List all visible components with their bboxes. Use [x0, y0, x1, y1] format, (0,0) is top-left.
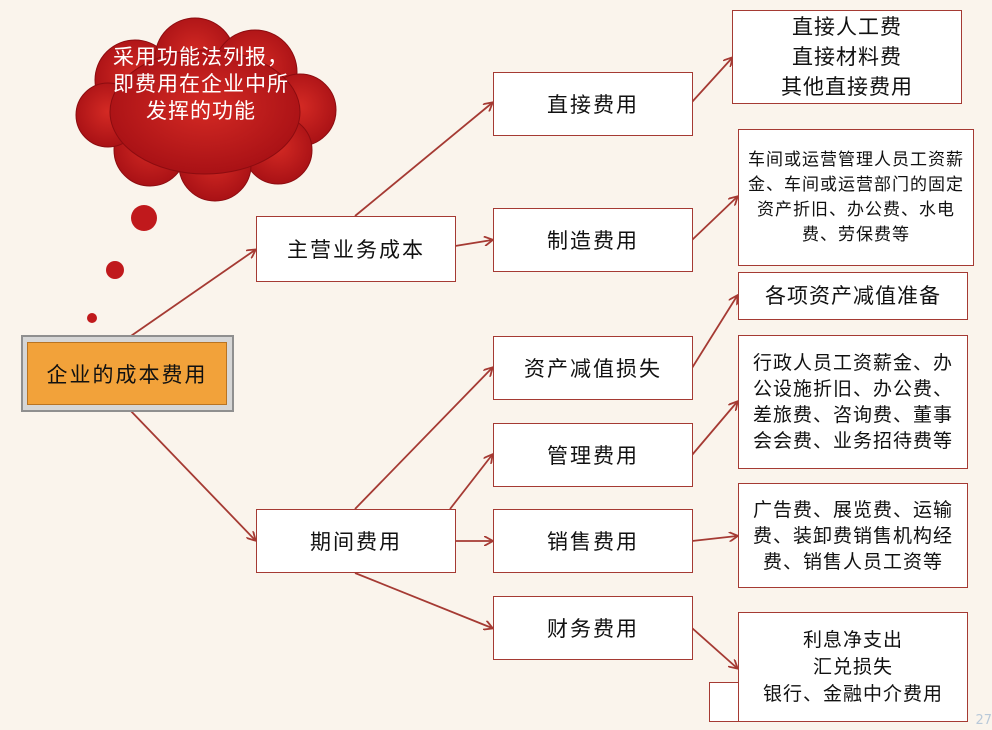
thought-bubble-medium — [106, 261, 124, 279]
thought-bubble-small — [87, 313, 97, 323]
node-main-business-cost: 主营业务成本 — [256, 216, 456, 282]
node-finance-expense: 财务费用 — [493, 596, 693, 660]
arrow-finance-to-items — [691, 627, 737, 668]
arrow-selling-to-items — [691, 536, 737, 542]
arrow-period-to-admin — [449, 455, 492, 510]
node-admin-expense: 管理费用 — [493, 423, 693, 487]
node-period-expense: 期间费用 — [256, 509, 456, 573]
cloud-text: 采用功能法列报，即费用在企业中所发挥的功能 — [113, 45, 289, 123]
arrow-root-to-period-expense — [127, 407, 255, 540]
node-asset-impairment-loss: 资产减值损失 — [493, 336, 693, 400]
leaf-admin-items: 行政人员工资薪金、办公设施折旧、办公费、差旅费、咨询费、董事会会费、业务招待费等 — [738, 335, 968, 469]
arrow-direct-to-items — [691, 58, 732, 103]
arrow-root-to-main-cost — [127, 250, 255, 339]
root-node: 企业的成本费用 — [27, 342, 227, 405]
leaf-selling-items: 广告费、展览费、运输费、装卸费销售机构经费、销售人员工资等 — [738, 483, 968, 588]
leaf-finance-items: 利息净支出 汇兑损失 银行、金融中介费用 — [738, 612, 968, 722]
arrow-main-to-direct — [354, 103, 492, 217]
leaf-manufacturing-items: 车间或运营管理人员工资薪金、车间或运营部门的固定资产折旧、办公费、水电费、劳保费… — [738, 129, 974, 266]
thought-bubble-large — [131, 205, 157, 231]
arrow-main-to-manufacturing — [454, 240, 492, 247]
arrow-period-to-finance — [354, 572, 492, 628]
arrow-period-to-impairment — [354, 368, 492, 510]
thought-cloud — [75, 17, 337, 323]
node-direct-cost: 直接费用 — [493, 72, 693, 136]
node-selling-expense: 销售费用 — [493, 509, 693, 573]
page-number: 27 — [975, 713, 992, 728]
arrow-manufacturing-to-items — [691, 197, 737, 241]
node-manufacturing-overhead: 制造费用 — [493, 208, 693, 272]
arrow-admin-to-items — [691, 402, 737, 456]
leaf-direct-cost-items: 直接人工费 直接材料费 其他直接费用 — [732, 10, 962, 104]
arrow-impairment-to-items — [691, 296, 737, 369]
leaf-impairment-items: 各项资产减值准备 — [738, 272, 968, 320]
